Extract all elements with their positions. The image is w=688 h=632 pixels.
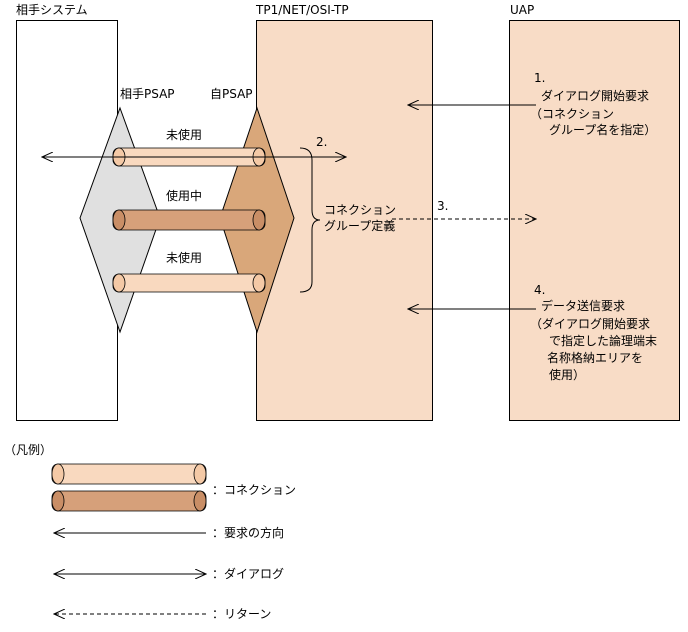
own-psap-label: 自PSAP (210, 87, 253, 101)
legend-dialog-label: ：ダイアログ (212, 566, 284, 581)
legend-title: （凡例） (4, 443, 52, 457)
connection-label-unused-1: 未使用 (166, 127, 202, 142)
uap-box (509, 20, 680, 421)
step4-line1: データ送信要求 (541, 298, 625, 313)
legend-connection-label: ：コネクション (212, 483, 296, 497)
step4-line3: で指定した論理端末 (549, 333, 657, 348)
step4-number: 4. (534, 283, 545, 297)
step4-line4: 名称格納エリアを (547, 350, 643, 365)
step1-line3: グループ名を指定） (549, 122, 656, 137)
step1-number: 1. (534, 71, 545, 85)
connection-label-unused-2: 未使用 (166, 250, 202, 265)
group-brace (299, 147, 321, 293)
step2-number: 2. (316, 135, 327, 149)
connection-label-in-use: 使用中 (166, 188, 202, 203)
connection-tube-in-use (112, 209, 266, 231)
step4-line5: 使用） (549, 367, 585, 382)
step3-number: 3. (437, 199, 448, 213)
step4-line2: （ダイアログ開始要求 (530, 316, 650, 331)
partner-system-header: 相手システム (16, 3, 88, 17)
group-definition-line2: グループ定義 (324, 218, 395, 233)
legend-connection-icon (51, 463, 207, 512)
connection-tube-unused-2 (112, 273, 266, 293)
step1-line1: ダイアログ開始要求 (541, 88, 649, 103)
partner-psap-label: 相手PSAP (120, 87, 175, 101)
legend-return-label: ：リターン (212, 607, 271, 621)
uap-header: UAP (510, 3, 534, 17)
middleware-header: TP1/NET/OSI-TP (255, 3, 349, 17)
group-definition-line1: コネクション (324, 203, 396, 217)
legend-request-label: ：要求の方向 (212, 525, 284, 540)
step1-line2: （コネクション (530, 107, 614, 121)
